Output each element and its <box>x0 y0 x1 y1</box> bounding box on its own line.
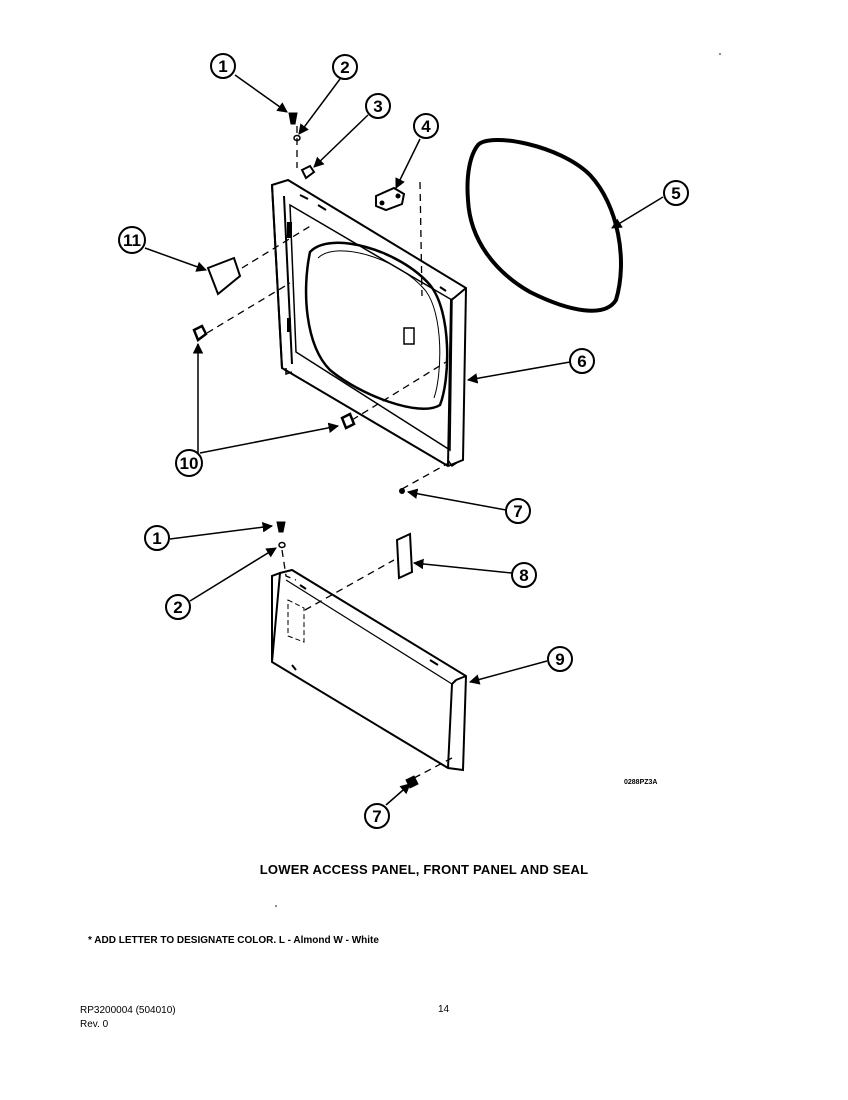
callout-4: 4 <box>413 113 439 139</box>
clip <box>300 164 316 180</box>
callout-9: 9 <box>547 646 573 672</box>
revision: Rev. 0 <box>80 1019 109 1030</box>
svg-text:11: 11 <box>123 231 141 250</box>
callout-2-top: 2 <box>332 54 358 80</box>
color-note: * ADD LETTER TO DESIGNATE COLOR. L - Alm… <box>88 935 379 946</box>
hardware-parts <box>192 112 419 789</box>
svg-text:7: 7 <box>513 502 522 521</box>
page-title: LOWER ACCESS PANEL, FRONT PANEL AND SEAL <box>259 862 589 877</box>
callouts: 1 2 3 4 5 6 10 11 7 1 2 8 9 7 <box>118 53 689 829</box>
svg-text:10: 10 <box>180 454 199 473</box>
screw-lower <box>276 521 286 533</box>
leader-lines <box>144 74 664 806</box>
screw-7-upper <box>399 488 405 494</box>
assembly-lines <box>206 126 455 779</box>
callout-7-lower: 7 <box>364 803 390 829</box>
svg-text:2: 2 <box>173 598 182 617</box>
callout-5: 5 <box>663 180 689 206</box>
svg-text:9: 9 <box>555 650 564 669</box>
callout-2-lower: 2 <box>165 594 191 620</box>
svg-text:5: 5 <box>671 184 680 203</box>
svg-text:1: 1 <box>218 57 227 76</box>
callout-7-upper: 7 <box>505 498 531 524</box>
svg-text:8: 8 <box>519 566 528 585</box>
svg-text:4: 4 <box>421 117 431 136</box>
callout-6: 6 <box>569 348 595 374</box>
front-panel-drawing <box>270 178 468 468</box>
callout-1-top: 1 <box>210 53 236 79</box>
svg-text:2: 2 <box>340 58 349 77</box>
hinge-pin-left <box>192 324 208 342</box>
svg-text:3: 3 <box>373 97 382 116</box>
page-number: 14 <box>438 1004 450 1015</box>
callout-1-lower: 1 <box>144 525 170 551</box>
label-8 <box>395 532 414 580</box>
callout-11: 11 <box>118 226 146 254</box>
footer-left: RP3200004 (504010) Rev. 0 <box>80 1004 176 1032</box>
drawing-code: 0288PZ3A <box>624 779 658 786</box>
screw-top <box>288 112 298 125</box>
callout-3: 3 <box>365 93 391 119</box>
label-11 <box>206 256 242 296</box>
svg-text:7: 7 <box>372 807 381 826</box>
svg-text:1: 1 <box>152 529 161 548</box>
scan-speck <box>719 53 721 55</box>
hinge-pin-lower <box>340 412 356 430</box>
washer-lower <box>278 541 286 549</box>
scan-speck <box>275 905 277 907</box>
callout-10: 10 <box>175 449 203 477</box>
lower-access-panel-drawing <box>270 568 468 772</box>
door-seal-drawing <box>465 137 623 313</box>
doc-number: RP3200004 (504010) <box>80 1005 176 1016</box>
callout-8: 8 <box>511 562 537 588</box>
hinge <box>375 186 406 212</box>
svg-text:6: 6 <box>577 352 586 371</box>
